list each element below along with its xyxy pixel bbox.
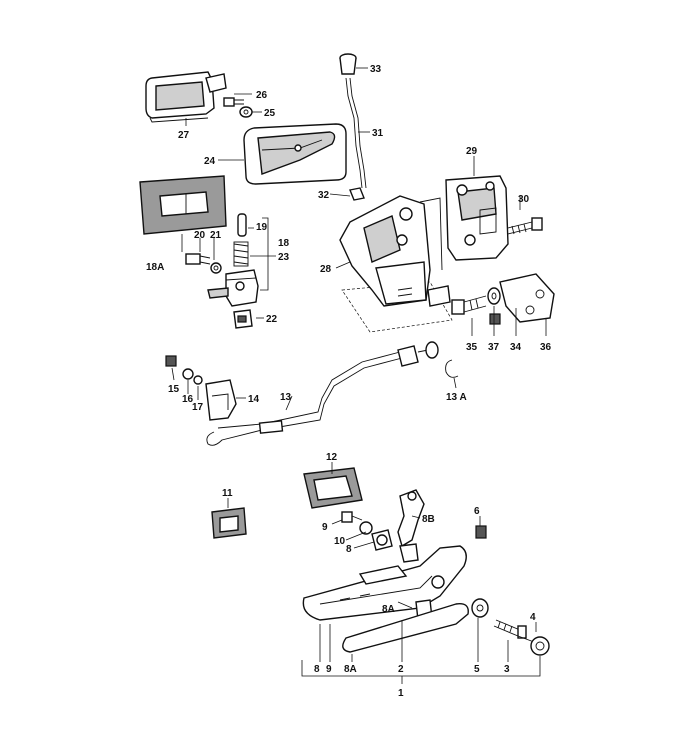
part-24-handle-escutcheon xyxy=(243,123,347,185)
callout-8B: 8B xyxy=(422,514,435,525)
callout-3: 3 xyxy=(504,664,510,675)
part-11-grommet xyxy=(211,507,247,539)
callout-10: 10 xyxy=(334,536,346,547)
callout-18A: 18A xyxy=(146,262,164,273)
callout-2: 2 xyxy=(398,664,404,675)
part-35-bolt xyxy=(451,295,487,315)
part-23-spring xyxy=(233,241,249,267)
part-13A-clip xyxy=(445,359,459,378)
callout-32: 32 xyxy=(318,190,330,201)
callout-14: 14 xyxy=(248,394,260,405)
callout-20: 20 xyxy=(194,230,206,241)
callout-26: 26 xyxy=(256,90,268,101)
part-3-screw xyxy=(493,619,527,639)
part-9-screw xyxy=(341,511,363,523)
callout-4: 4 xyxy=(530,612,536,623)
leader-lines xyxy=(171,67,547,684)
part-6-screw xyxy=(475,525,487,539)
part-10-washer xyxy=(359,521,373,535)
part-17-washer xyxy=(193,375,203,385)
part-33-lock-button xyxy=(339,53,357,75)
callout-9-bottom: 9 xyxy=(326,664,332,675)
part-30-screw xyxy=(507,217,543,235)
part-36-striker xyxy=(499,273,555,323)
callout-5: 5 xyxy=(474,664,480,675)
callout-22: 22 xyxy=(266,314,278,325)
callout-8-bottom: 8 xyxy=(314,664,320,675)
callout-9: 9 xyxy=(322,522,328,533)
callout-17: 17 xyxy=(192,402,204,413)
part-2-exterior-handle xyxy=(302,543,467,621)
callout-25: 25 xyxy=(264,108,276,119)
part-27-handle-cover xyxy=(145,71,227,123)
part-18A-foam-pad xyxy=(139,175,227,235)
callout-29: 29 xyxy=(466,146,478,157)
part-12-gasket xyxy=(303,467,363,509)
part-22-clip xyxy=(233,309,253,329)
callout-11: 11 xyxy=(222,488,233,499)
callout-13A: 13 A xyxy=(446,392,467,403)
part-handle-lever-mechanism xyxy=(207,269,259,307)
callout-15: 15 xyxy=(168,384,180,395)
part-25-washer xyxy=(239,106,253,118)
callout-31: 31 xyxy=(372,128,384,139)
callout-8A: 8A xyxy=(382,604,395,615)
part-14-cable-bracket xyxy=(205,379,237,421)
part-21-washer xyxy=(210,262,222,274)
part-37-screw xyxy=(489,313,501,325)
callout-1: 1 xyxy=(398,688,404,699)
part-20-screw xyxy=(185,253,211,265)
callout-16: 16 xyxy=(182,394,194,405)
callout-8A-bottom: 8A xyxy=(344,664,357,675)
part-handle-trim-strip xyxy=(342,603,469,653)
part-15-screw xyxy=(165,355,177,367)
part-19-pin xyxy=(237,213,247,237)
callout-30: 30 xyxy=(518,194,530,205)
part-34-washer xyxy=(487,287,501,305)
callout-37: 37 xyxy=(488,342,500,353)
part-4-key-cylinder xyxy=(517,635,550,656)
callout-27: 27 xyxy=(178,130,190,141)
part-26-screw xyxy=(223,97,244,107)
part-8-lock-cylinder xyxy=(371,529,393,551)
callout-8: 8 xyxy=(346,544,352,555)
callout-18: 18 xyxy=(278,238,290,249)
callout-24: 24 xyxy=(204,156,216,167)
callout-36: 36 xyxy=(540,342,552,353)
part-31-lock-rod xyxy=(345,77,367,189)
callout-19: 19 xyxy=(256,222,268,233)
callout-13: 13 xyxy=(280,392,292,403)
part-13-cable xyxy=(206,341,439,446)
callout-33: 33 xyxy=(370,64,382,75)
part-29-striker-plate xyxy=(445,175,509,261)
part-8B-lever xyxy=(397,489,425,548)
callout-labels: 33 26 25 27 31 24 29 32 30 19 20 21 18 2… xyxy=(146,64,552,699)
callout-6: 6 xyxy=(474,506,480,517)
callout-35: 35 xyxy=(466,342,478,353)
callout-12: 12 xyxy=(326,452,338,463)
callout-23: 23 xyxy=(278,252,290,263)
part-5-washer xyxy=(471,598,489,618)
callout-28: 28 xyxy=(320,264,332,275)
part-32-rod-clip xyxy=(349,187,365,201)
part-28-door-lock xyxy=(339,195,453,333)
callout-21: 21 xyxy=(210,230,222,241)
part-16-washer xyxy=(182,368,194,380)
callout-34: 34 xyxy=(510,342,522,353)
